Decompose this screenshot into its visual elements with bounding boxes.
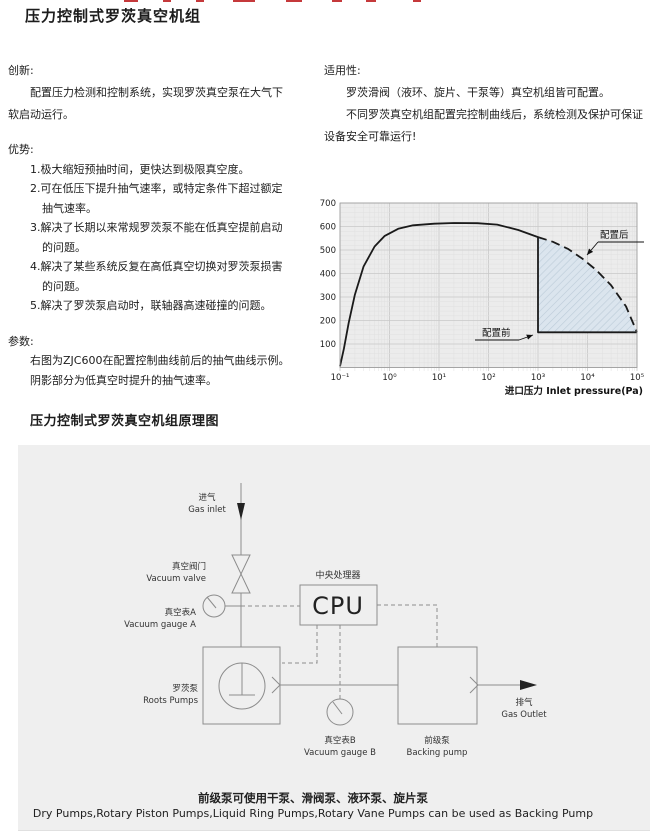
gauge-b-label-en: Vacuum gauge B (304, 748, 376, 758)
schematic-panel: 进气 Gas inlet 真空阀门 Vacuum valve 真空表A Vacu… (18, 445, 650, 831)
advantage-item-cont: 的问题。 (42, 240, 86, 254)
gauge-a-label-en: Vacuum gauge A (124, 620, 196, 630)
left-column: 创新: 配置压力检测和控制系统，实现罗茨真空泵在大气下 软启动运行。 优势: 1… (8, 60, 323, 390)
gauge-a-label-cn: 真空表A (165, 607, 197, 618)
cpu-caption: 中央处理器 (315, 569, 360, 581)
annotation-after-arrow (586, 241, 599, 256)
top-red-fragment (332, 0, 342, 2)
roots-pump-label-en: Roots Pumps (143, 696, 198, 706)
roots-pump-label-cn: 罗茨泵 (172, 683, 198, 694)
gas-outlet-label-en: Gas Outlet (501, 710, 547, 720)
vacuum-valve-label-cn: 真空阀门 (172, 561, 206, 572)
vacuum-valve-label-en: Vacuum valve (146, 574, 206, 584)
annotation-before-config: 配置前 (482, 327, 511, 339)
curve-after-config (537, 236, 638, 333)
advantage-item-cont: 抽气速率。 (42, 201, 97, 215)
gas-outlet-label-cn: 排气 (515, 697, 533, 708)
x-tick: 10¹ (432, 373, 446, 383)
top-red-fragment (413, 0, 421, 2)
applicability-heading: 适用性: (324, 64, 361, 77)
top-red-fragment (124, 0, 138, 2)
plot-border (339, 202, 638, 368)
backing-pump-label-cn: 前级泵 (424, 735, 450, 746)
advantage-item: 3.解决了长期以来常规罗茨泵不能在低真空提前启动 (30, 221, 283, 234)
x-tick: 10³ (531, 373, 545, 383)
top-red-fragment (196, 0, 204, 2)
annotation-before-arrow (518, 334, 534, 341)
x-tick: 10⁻¹ (331, 373, 350, 383)
boost-shaded-region (538, 237, 637, 333)
parameters-heading: 参数: (8, 334, 34, 348)
diagram-title: 压力控制式罗茨真空机组原理图 (30, 414, 220, 429)
y-tick: 700 (320, 199, 336, 209)
top-red-fragment (163, 0, 171, 2)
backing-pump-note-en: Dry Pumps,Rotary Piston Pumps,Liquid Rin… (32, 807, 594, 820)
gas-inlet-label-cn: 进气 (198, 492, 216, 503)
innovation-heading: 创新: (8, 64, 34, 77)
y-tick: 300 (320, 293, 336, 303)
advantage-item: 1.极大缩短预抽时间，更快达到极限真空度。 (30, 162, 250, 176)
innovation-line: 软启动运行。 (8, 108, 74, 121)
vacuum-valve-icon (231, 572, 251, 594)
top-red-fragment (286, 0, 302, 2)
flow-arrow-chevron (271, 676, 281, 694)
gauge-b-needle (332, 701, 343, 715)
schematic-diagram: 进气 Gas inlet 真空阀门 Vacuum valve 真空表A Vacu… (124, 483, 547, 758)
vacuum-valve-icon (231, 554, 251, 576)
advantage-item-cont: 的问题。 (42, 279, 86, 293)
chart-curves (339, 202, 638, 371)
signal-cpu-to-backing (377, 604, 438, 647)
y-tick: 400 (320, 270, 336, 280)
x-axis-label: 进口压力 Inlet pressure(Pa) (505, 385, 643, 397)
advantage-item: 4.解决了某些系统反复在高低真空切换对罗茨泵损害 (30, 260, 283, 273)
y-tick: 200 (320, 317, 336, 327)
pumping-speed-chart: 700 600 500 400 300 200 100 10⁻¹ 10⁰ 10¹… (320, 199, 644, 397)
x-tick: 10⁵ (630, 373, 644, 383)
y-tick: 100 (320, 340, 336, 350)
advantages-heading: 优势: (8, 143, 34, 156)
gas-inlet-label-en: Gas inlet (188, 505, 226, 515)
x-tick: 10² (481, 373, 495, 383)
advantage-item: 5.解决了罗茨泵启动时，联轴器高速碰撞的问题。 (30, 299, 272, 312)
right-column: 适用性: 罗茨滑阀（液环、旋片、干泵等）真空机组皆可配置。 不同罗茨真空机组配置… (324, 60, 650, 148)
top-red-fragment (366, 0, 376, 2)
parameters-line: 阴影部分为低真空时提升的抽气速率。 (30, 373, 217, 387)
page-title: 压力控制式罗茨真空机组 (25, 7, 202, 25)
gauge-a-needle (206, 596, 217, 609)
cpu-text: CPU (312, 592, 364, 620)
x-tick: 10⁰ (382, 373, 397, 383)
applicability-line: 不同罗茨真空机组配置完控制曲线后，系统检测及保护可保证 (346, 108, 643, 121)
annotation-after-config: 配置后 (600, 230, 629, 241)
backing-pump-label-en: Backing pump (407, 748, 468, 758)
gas-inlet-arrow-icon (237, 503, 245, 520)
signal-cpu-to-roots (282, 625, 318, 664)
parameters-line: 右图为ZJC600在配置控制曲线前后的抽气曲线示例。 (30, 354, 290, 367)
backing-pump-box (397, 646, 478, 725)
innovation-line: 配置压力检测和控制系统，实现罗茨真空泵在大气下 (30, 86, 283, 99)
top-red-fragment (233, 0, 255, 2)
applicability-line: 设备安全可靠运行! (324, 130, 417, 143)
curve-before-config (339, 222, 637, 367)
y-tick: 500 (320, 246, 336, 256)
gauge-b-label-cn: 真空表B (324, 735, 356, 746)
backing-pump-note-cn: 前级泵可使用干泵、滑阀泵、液环泵、旋片泵 (198, 791, 428, 805)
gas-outlet-arrow-icon (520, 680, 537, 690)
x-tick: 10⁴ (580, 373, 595, 383)
applicability-line: 罗茨滑阀（液环、旋片、干泵等）真空机组皆可配置。 (346, 86, 610, 99)
advantage-item: 2.可在低压下提升抽气速率，或特定条件下超过额定 (30, 182, 283, 195)
cpu-box (299, 584, 378, 626)
y-tick: 600 (320, 223, 336, 233)
